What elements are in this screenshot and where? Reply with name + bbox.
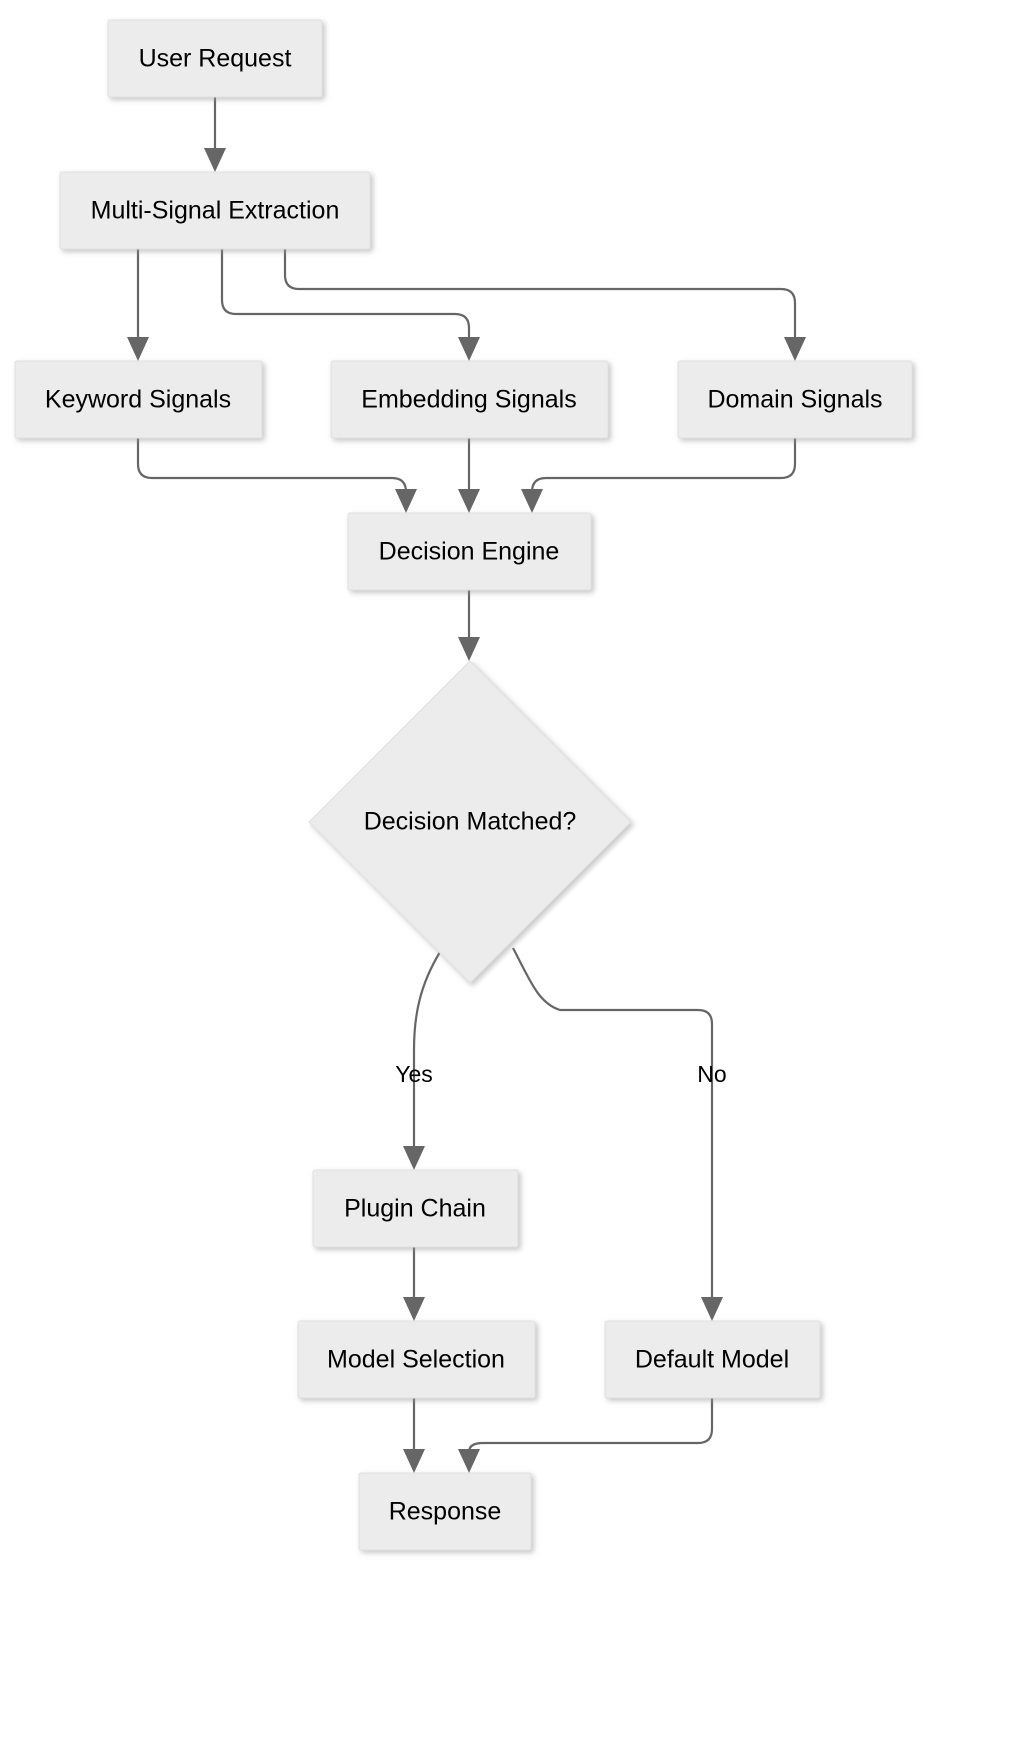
node-plugin-chain[interactable]: Plugin Chain xyxy=(312,1169,519,1248)
node-response-shape[interactable] xyxy=(358,1472,532,1551)
node-decision-engine[interactable]: Decision Engine xyxy=(347,512,592,591)
node-keyword-signals-shape[interactable] xyxy=(14,360,263,439)
edge-decision-matched-to-plugin-chain xyxy=(403,951,441,1170)
node-model-selection[interactable]: Model Selection xyxy=(297,1320,536,1399)
edge-user-request-to-multi-signal xyxy=(204,97,226,172)
node-plugin-chain-label: Plugin Chain xyxy=(344,1195,486,1223)
node-model-selection-shape[interactable] xyxy=(297,1320,536,1399)
node-default-model-label: Default Model xyxy=(635,1346,789,1374)
edge-default-model-to-response xyxy=(458,1398,714,1473)
node-embedding-signals[interactable]: Embedding Signals xyxy=(330,360,609,439)
edge-decision-matched-to-default-model xyxy=(512,947,723,1321)
node-user-request[interactable]: User Request xyxy=(107,19,323,98)
edge-label-no: No xyxy=(697,1061,726,1087)
nodes-layer: User Request Multi-Signal Extraction Key… xyxy=(14,19,913,1551)
edge-multi-signal-to-embedding-signals xyxy=(220,249,480,361)
node-embedding-signals-shape[interactable] xyxy=(330,360,609,439)
edge-multi-signal-to-domain-signals xyxy=(283,249,806,361)
node-domain-signals[interactable]: Domain Signals xyxy=(677,360,913,439)
edge-decision-engine-to-decision-matched xyxy=(458,590,480,661)
node-multi-signal-extraction-shape[interactable] xyxy=(59,171,371,250)
node-model-selection-label: Model Selection xyxy=(327,1346,505,1374)
edge-domain-signals-to-decision-engine xyxy=(521,438,797,513)
node-multi-signal-extraction-label: Multi-Signal Extraction xyxy=(91,197,340,225)
node-keyword-signals-label: Keyword Signals xyxy=(45,386,231,414)
node-plugin-chain-shape[interactable] xyxy=(312,1169,519,1248)
node-decision-matched-label: Decision Matched? xyxy=(364,808,577,836)
edge-model-selection-to-response xyxy=(403,1398,425,1473)
node-domain-signals-label: Domain Signals xyxy=(707,386,882,414)
edge-labels-layer: Yes No xyxy=(395,1061,726,1087)
node-decision-engine-label: Decision Engine xyxy=(379,538,560,566)
edge-multi-signal-to-keyword-signals xyxy=(127,249,149,361)
node-user-request-shape[interactable] xyxy=(107,19,323,98)
node-default-model-shape[interactable] xyxy=(604,1320,821,1399)
node-multi-signal-extraction[interactable]: Multi-Signal Extraction xyxy=(59,171,371,250)
node-response[interactable]: Response xyxy=(358,1472,532,1551)
node-keyword-signals[interactable]: Keyword Signals xyxy=(14,360,263,439)
node-decision-engine-shape[interactable] xyxy=(347,512,592,591)
edges-layer xyxy=(127,97,806,1473)
edge-embedding-signals-to-decision-engine xyxy=(458,438,480,513)
node-embedding-signals-label: Embedding Signals xyxy=(361,386,576,414)
edge-keyword-signals-to-decision-engine xyxy=(136,438,417,513)
edge-plugin-chain-to-model-selection xyxy=(403,1247,425,1321)
node-domain-signals-shape[interactable] xyxy=(677,360,913,439)
edge-label-yes: Yes xyxy=(395,1061,433,1087)
node-decision-matched-shape[interactable] xyxy=(308,660,632,984)
node-decision-matched[interactable]: Decision Matched? xyxy=(308,660,632,984)
node-user-request-label: User Request xyxy=(139,45,292,73)
node-response-label: Response xyxy=(389,1498,502,1526)
node-default-model[interactable]: Default Model xyxy=(604,1320,821,1399)
